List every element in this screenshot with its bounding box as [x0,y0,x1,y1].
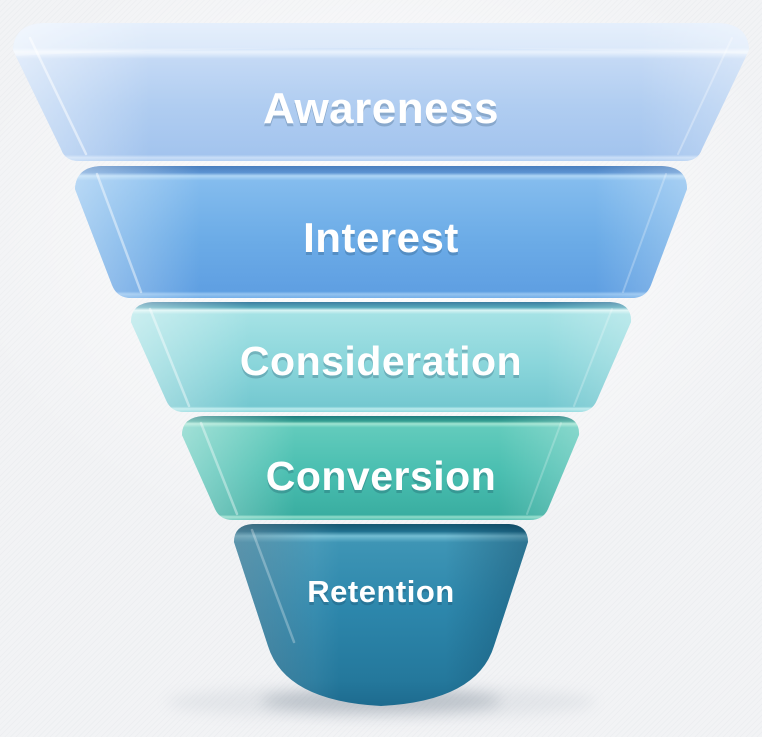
stage-label: Conversion [266,453,497,499]
side-light-left [131,302,251,412]
top-surface-highlight [13,23,749,56]
stage-label: Consideration [240,338,522,384]
bevel-highlight [95,172,143,294]
stage-shape [75,166,687,298]
side-shade-right [430,524,528,706]
stage-label: Interest [303,214,459,261]
funnel-stage-interest: Interest Interest [75,166,687,298]
stage-label-shadow: Retention [307,577,454,612]
side-light-right [495,416,580,520]
bevel-highlight [148,307,191,408]
bevel-highlight [573,308,613,407]
stage-label: Awareness [263,84,499,133]
stage-shape [131,302,632,412]
stage-label-shadow: Conversion [266,456,497,502]
bevel-highlight [250,528,296,644]
stage-label: Retention [307,574,454,609]
stage-label-shadow: Awareness [263,87,499,136]
side-light-right [540,302,632,412]
bevel-highlight [526,422,562,515]
side-light-left [234,524,344,706]
side-light-right [590,166,687,298]
side-light-left [75,166,203,298]
funnel-stage-retention: Retention Retention [234,524,528,706]
funnel-stage-conversion: Conversion Conversion [182,416,580,520]
funnel-stage-awareness: Awareness Awareness [13,23,749,161]
bevel-highlight [622,173,667,293]
stage-label-shadow: Interest [303,217,459,264]
bevel-highlight [28,36,88,156]
bevel-highlight [199,421,239,516]
funnel-stage-consideration: Consideration Consideration [131,302,632,412]
bevel-highlight [677,37,733,155]
stage-shape [13,23,749,161]
stage-label-shadow: Consideration [240,341,522,387]
